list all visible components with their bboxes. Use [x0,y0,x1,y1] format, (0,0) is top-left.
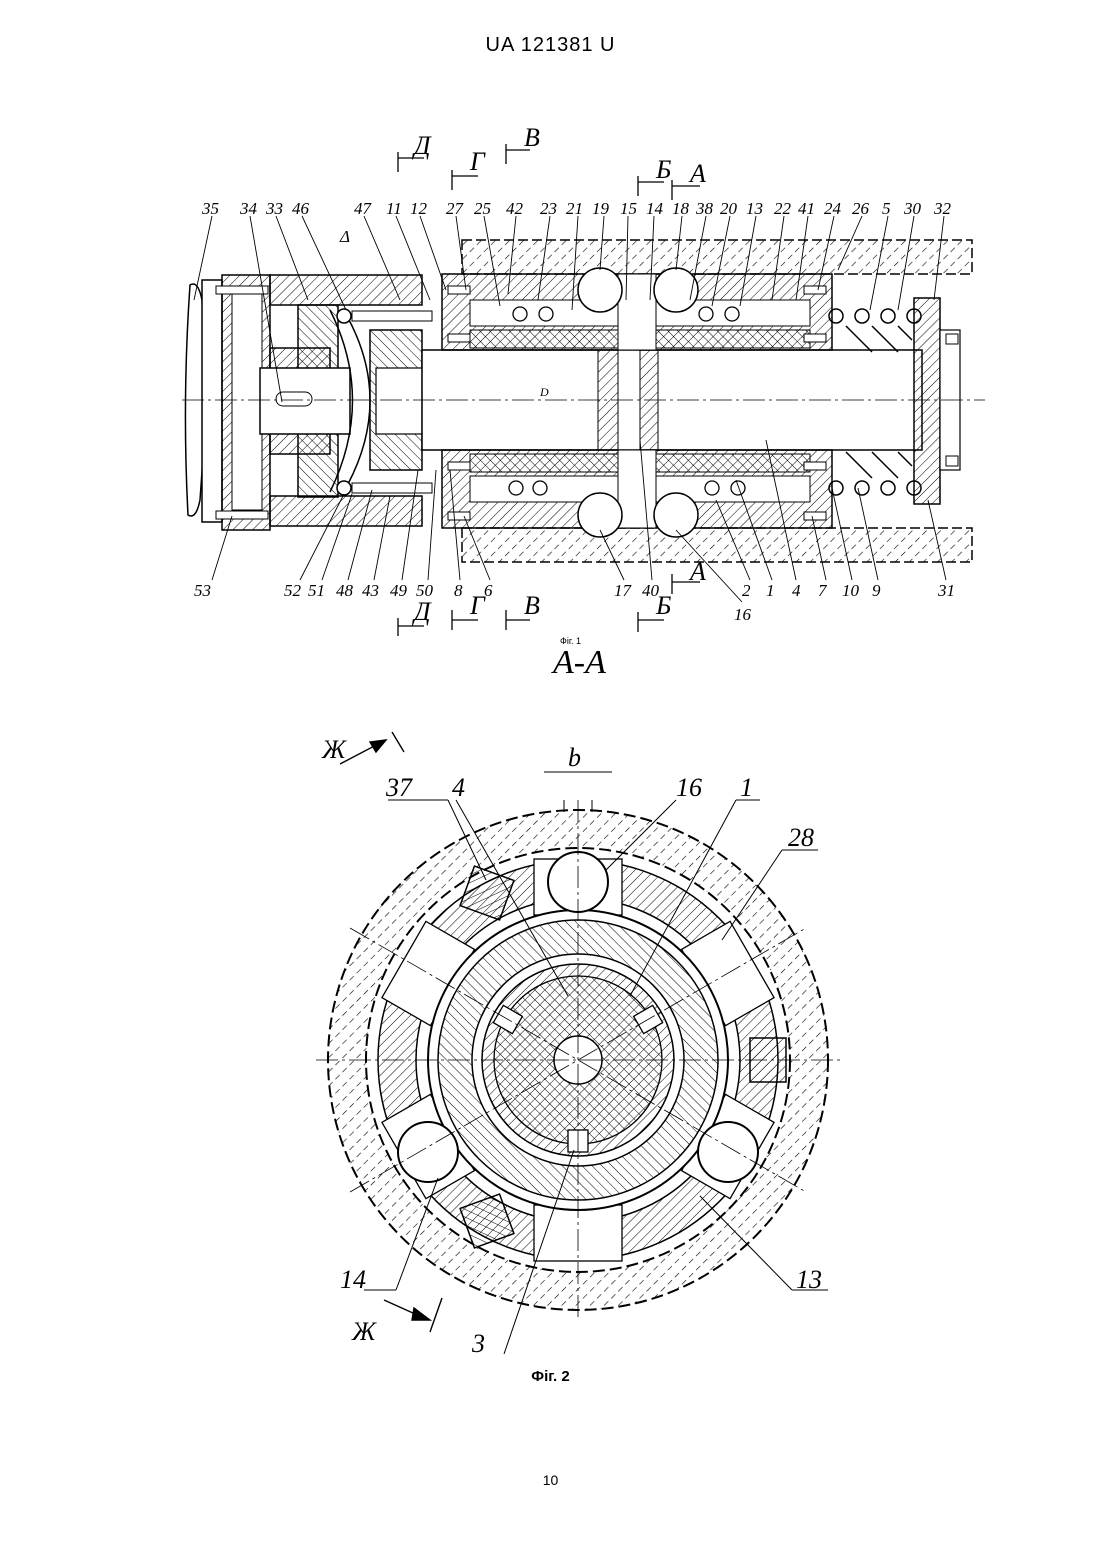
label-28: 28 [788,823,814,852]
page-number: 10 [0,1472,1101,1488]
dimension-b: b [568,743,581,772]
label-4-section: 4 [452,773,465,802]
label-37: 37 [385,773,413,802]
label-1-section: 1 [740,773,753,802]
section-mark-zh-top: Ж [321,735,347,764]
label-16-section: 16 [676,773,702,802]
section-mark-zh-bottom: Ж [351,1317,377,1346]
label-3: 3 [471,1329,485,1358]
label-13-section: 13 [796,1265,822,1294]
label-14-section: 14 [340,1265,366,1294]
figure-2-caption: Фіг. 2 [0,1368,1101,1385]
